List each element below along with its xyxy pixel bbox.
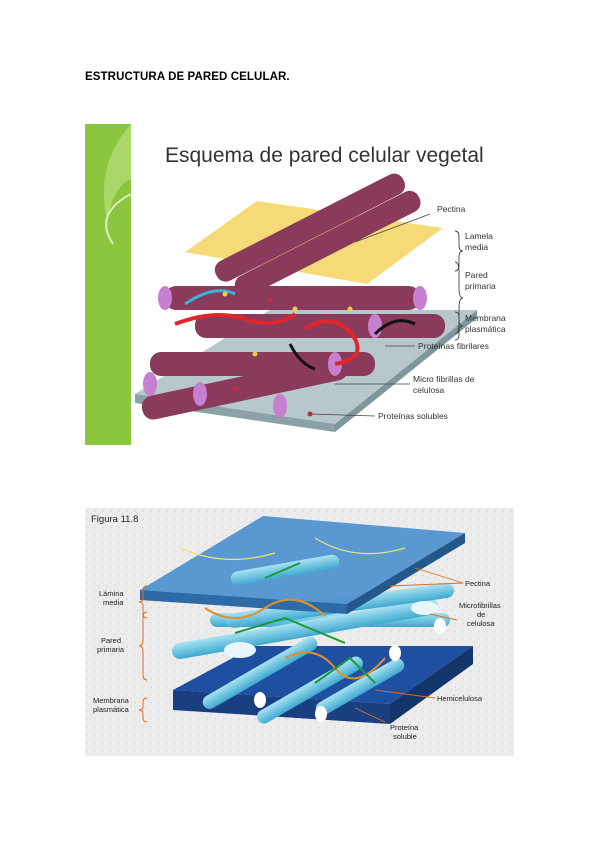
- label-micro-fibrillas: Micro fibrillas de: [413, 374, 475, 384]
- label-pectina: Pectina: [437, 204, 466, 214]
- figure-1-title: Esquema de pared celular vegetal: [165, 144, 484, 167]
- label-proteinas-fibrilares: Proteínas fibrilares: [418, 341, 489, 351]
- label-membrana-plasmatica: plasmática: [465, 324, 506, 334]
- label-pared-primaria: primaria: [97, 645, 125, 654]
- label-proteina-soluble: soluble: [393, 732, 417, 741]
- label-celulosa: celulosa: [413, 385, 444, 395]
- label-lamina: Lámina: [99, 589, 124, 598]
- label-membrana-plasmatica: plasmática: [93, 705, 130, 714]
- label-lamela: Lamela: [465, 231, 493, 241]
- label-membrana: Membrana: [93, 696, 130, 705]
- figure-2-caption: Figura 11.8: [91, 514, 138, 525]
- label-proteina: Proteína: [390, 723, 419, 732]
- label-pared-primaria: primaria: [465, 281, 496, 291]
- label-lamela-media: media: [465, 242, 488, 252]
- figure-2-cell-wall-diagram: Figura 11.8: [85, 508, 514, 756]
- figure-1-cell-wall-diagram: Esquema de pared celular vegetal: [85, 124, 513, 445]
- label-lamina-media: media: [103, 598, 124, 607]
- label-pared: Pared: [101, 636, 121, 645]
- label-hemicelulosa: Hemicelulosa: [437, 694, 483, 703]
- label-proteinas-solubles: Proteínas solubles: [378, 411, 448, 421]
- label-membrana: Membrana: [465, 313, 506, 323]
- label-pectina: Pectina: [465, 579, 491, 588]
- section-heading: ESTRUCTURA DE PARED CELULAR.: [85, 71, 290, 83]
- label-pared: Pared: [465, 270, 488, 280]
- label-microfibrillas-de: de: [477, 610, 485, 619]
- label-microfibrillas-celulosa: celulosa: [467, 619, 495, 628]
- label-microfibrillas: Microfibrillas: [459, 601, 501, 610]
